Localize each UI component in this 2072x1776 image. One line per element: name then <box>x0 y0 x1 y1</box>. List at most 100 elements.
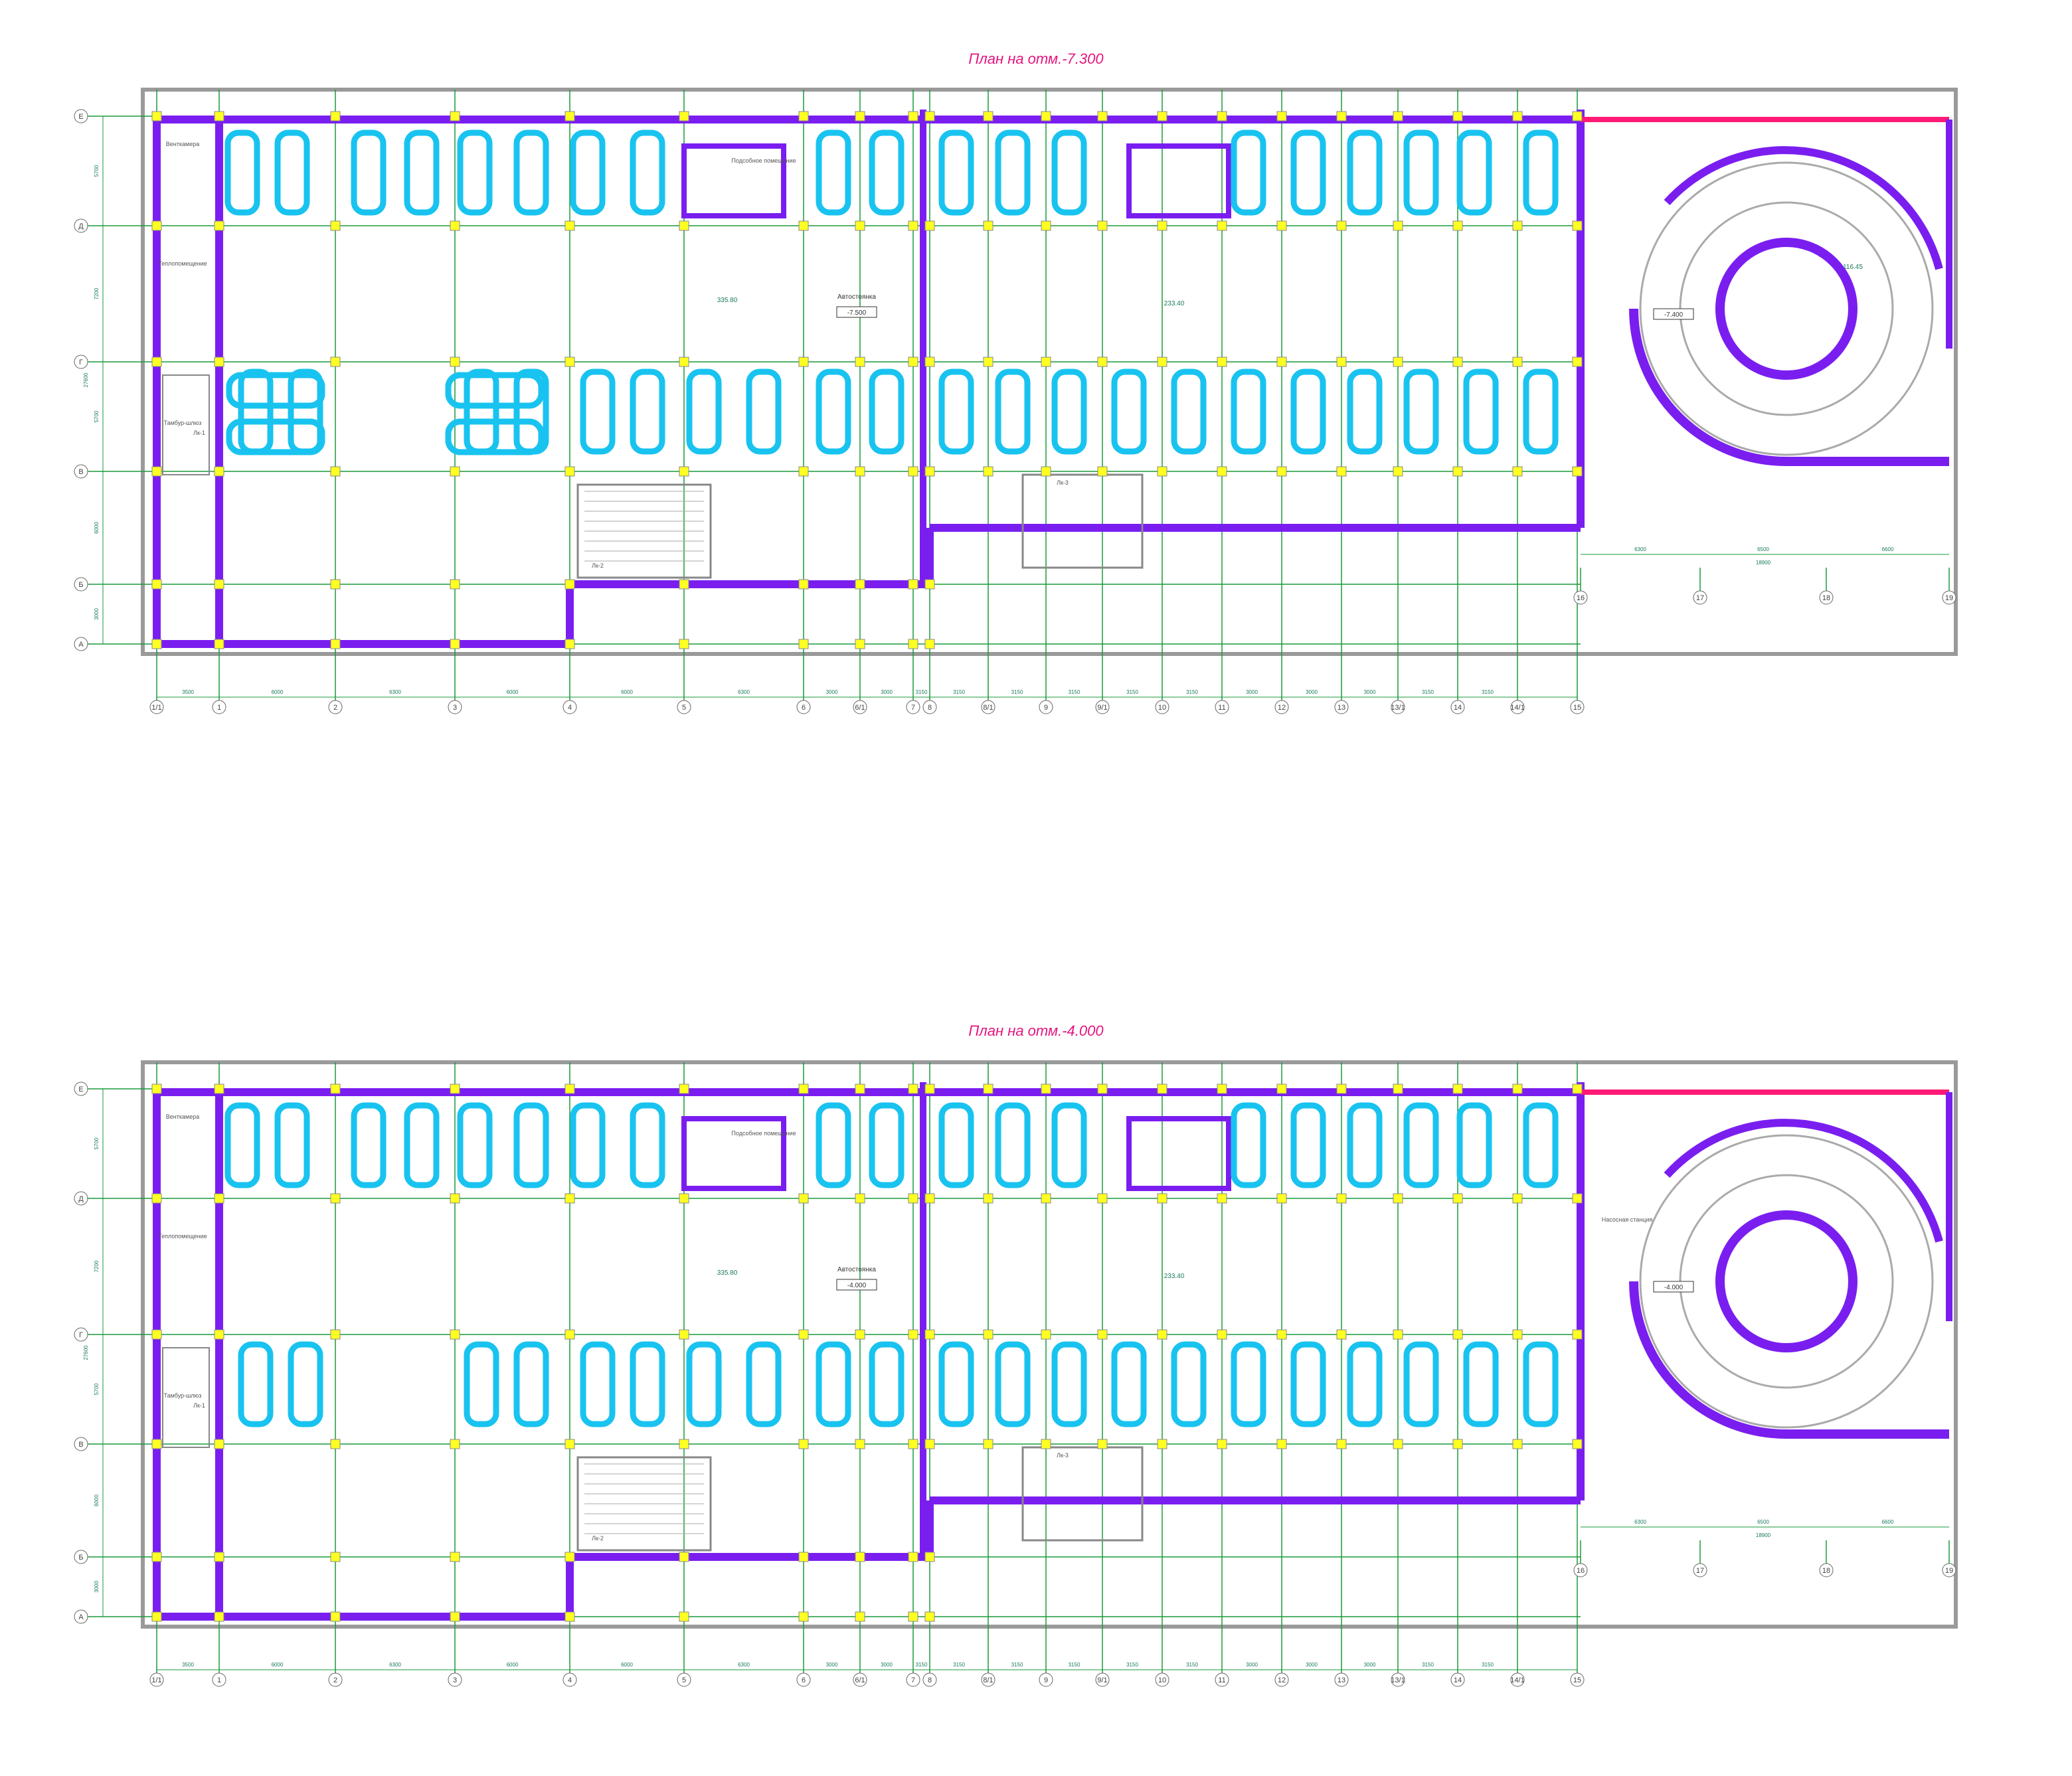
structural-column <box>1217 220 1227 231</box>
parking-car <box>1523 368 1559 455</box>
axis-bubble-col <box>1274 700 1289 714</box>
plan-title-top: План на отм.-7.300 <box>968 50 1104 67</box>
stair-lk1 <box>162 1347 210 1448</box>
structural-column <box>450 1552 460 1562</box>
structural-column <box>214 220 224 231</box>
structural-column <box>855 466 865 477</box>
structural-column <box>798 1084 809 1094</box>
room-label: Венткамера <box>166 141 199 147</box>
structural-column <box>1452 1439 1463 1449</box>
structural-column <box>214 357 224 367</box>
parking-car <box>1456 129 1492 216</box>
structural-column <box>330 1611 341 1622</box>
parking-car <box>513 129 549 216</box>
ramp-outer-wall <box>1629 308 1949 466</box>
dim-bottom-value: 6000 <box>272 1662 284 1668</box>
structural-column <box>1157 220 1167 231</box>
parking-car <box>238 1341 274 1427</box>
dim-ramp-value: 6300 <box>1634 546 1646 552</box>
axis-row-label: Б <box>78 581 83 589</box>
level-tag: -7.500 <box>847 309 867 317</box>
axis-bubble-col <box>1095 1672 1110 1687</box>
structural-column <box>908 579 918 590</box>
parking-car <box>464 368 499 455</box>
axis-col-label: 6 <box>802 1676 806 1684</box>
parking-car <box>1290 129 1326 216</box>
outer-slab <box>141 88 1958 656</box>
parking-car <box>1051 129 1087 216</box>
structural-column <box>908 466 918 477</box>
structural-column <box>1393 357 1403 367</box>
structural-column <box>908 1084 918 1094</box>
parking-car <box>630 1341 665 1427</box>
stair-lk2 <box>576 483 712 579</box>
structural-column <box>1572 357 1583 367</box>
structural-column <box>924 111 935 121</box>
structural-column <box>798 220 809 231</box>
axis-row-label: Г <box>79 1331 83 1339</box>
structural-column <box>1276 1329 1287 1340</box>
dim-bottom-value: 6000 <box>507 689 519 695</box>
axis-col-label: 13 <box>1338 1676 1345 1684</box>
structural-column <box>151 1439 162 1449</box>
axis-ramp-label: 16 <box>1577 1567 1585 1575</box>
axis-ramp-label: 16 <box>1577 594 1585 602</box>
structural-column <box>151 1611 162 1622</box>
axis-col-label: 9 <box>1044 704 1048 712</box>
structural-column <box>564 1329 575 1340</box>
ramp-tag-box <box>1653 1281 1694 1293</box>
structural-column <box>1572 1439 1583 1449</box>
axis-col-label: 8/1 <box>983 1676 993 1684</box>
axis-row-label: А <box>78 641 84 649</box>
structural-column <box>564 1552 575 1562</box>
dim-ramp-total: 18900 <box>1756 1532 1771 1538</box>
structural-column <box>1157 357 1167 367</box>
structural-column <box>330 1439 341 1449</box>
parking-car <box>570 1102 606 1188</box>
axis-col-label: 12 <box>1278 1676 1286 1684</box>
structural-column <box>1512 220 1523 231</box>
axis-bubble-ramp <box>1942 1563 1956 1577</box>
axis-bubble-col <box>1039 1672 1053 1687</box>
structural-column <box>214 579 224 590</box>
parking-car <box>1403 1102 1439 1188</box>
axis-bubble-row <box>74 464 88 479</box>
parking-car <box>816 129 851 216</box>
axis-col-label: 11 <box>1218 1676 1225 1684</box>
structural-column <box>855 639 865 649</box>
dim-bottom-value: 3150 <box>1186 1662 1198 1668</box>
structural-column <box>564 639 575 649</box>
axis-bubble-col <box>1155 1672 1169 1687</box>
structural-column <box>1097 466 1108 477</box>
axis-bubble-col <box>328 1672 343 1687</box>
axis-col-label: 9/1 <box>1097 1676 1107 1684</box>
parking-car <box>1231 1102 1266 1188</box>
structural-column <box>1572 220 1583 231</box>
parking-car <box>1231 1341 1266 1427</box>
structural-column <box>1097 357 1108 367</box>
parking-car <box>746 1341 782 1427</box>
parking-car <box>580 1341 616 1427</box>
ramp-area: 116.45 <box>1843 264 1863 271</box>
parking-car <box>938 1102 974 1188</box>
stair-lk2 <box>576 1456 712 1552</box>
parking-car <box>816 368 851 455</box>
structural-column <box>1336 357 1347 367</box>
structural-column <box>908 1611 918 1622</box>
structural-column <box>151 1084 162 1094</box>
structural-column <box>924 1329 935 1340</box>
axis-bubble-col <box>677 1672 691 1687</box>
structural-column <box>1572 1084 1583 1094</box>
parking-label: Автостоянка <box>837 293 876 301</box>
parking-car <box>1231 368 1266 455</box>
axis-bubble-col <box>853 700 867 714</box>
axis-bubble-col <box>562 700 577 714</box>
axis-row-label: Б <box>78 1554 83 1562</box>
parking-car <box>1347 1102 1383 1188</box>
structural-column <box>1452 111 1463 121</box>
parking-car <box>746 368 782 455</box>
dim-ramp-value: 6500 <box>1757 546 1769 552</box>
dim-bottom-value: 3000 <box>826 689 838 695</box>
structural-column <box>151 220 162 231</box>
ramp-outer-wall <box>1629 1281 1949 1439</box>
